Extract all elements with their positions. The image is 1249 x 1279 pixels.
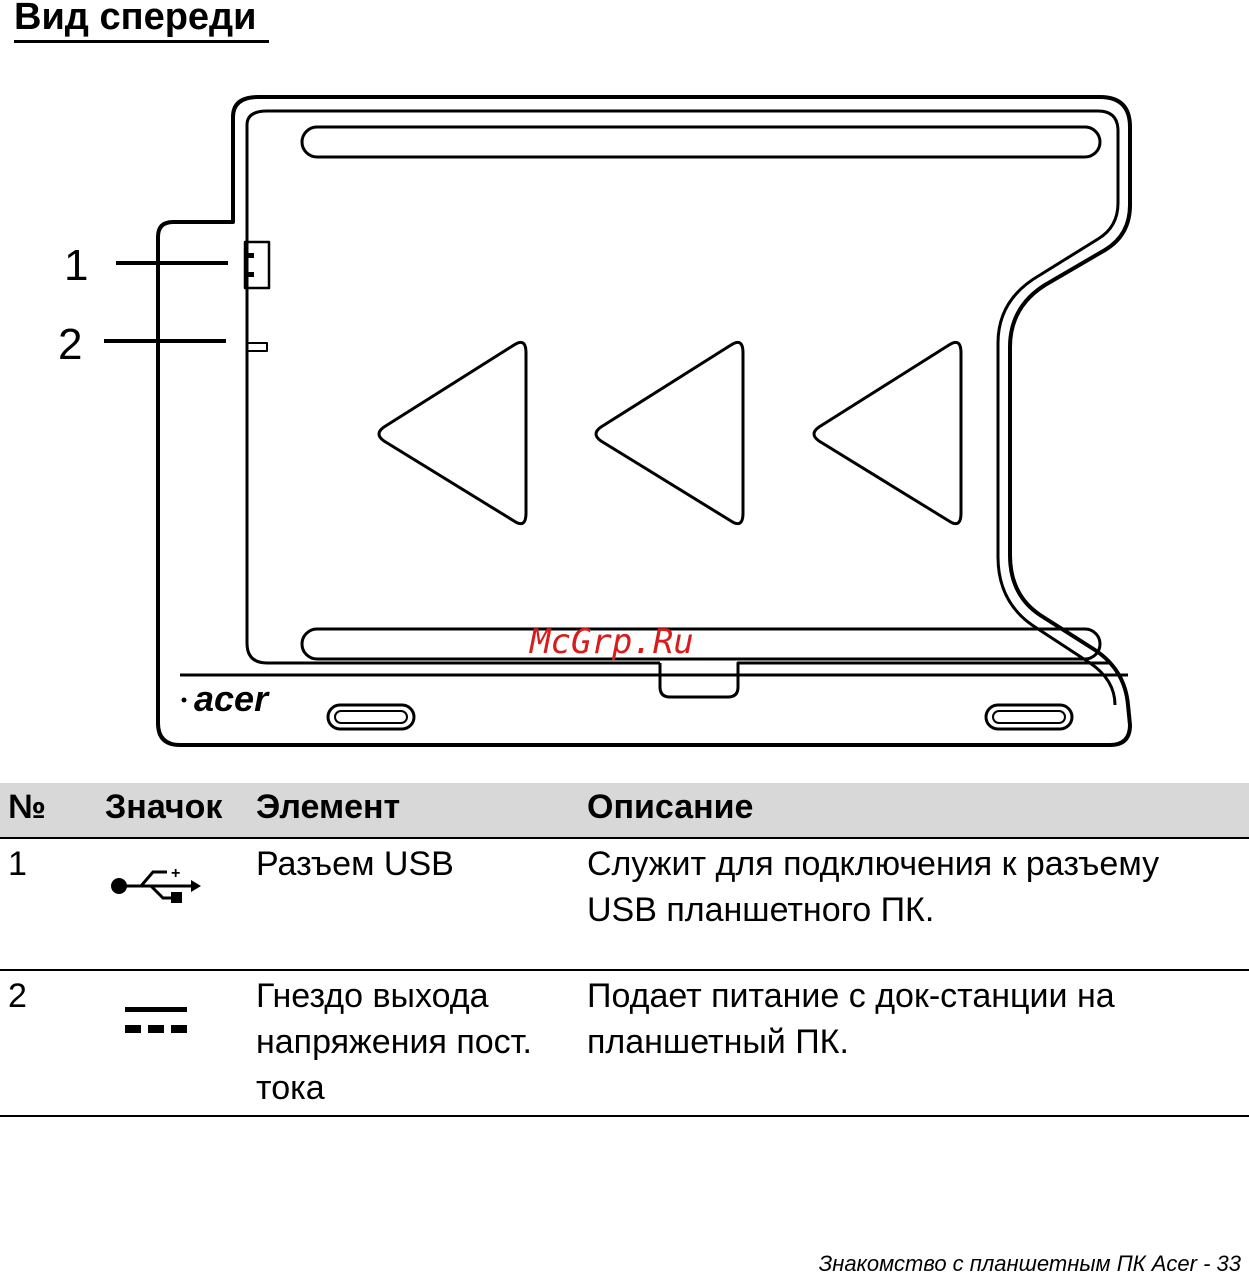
arrow-triangle-2	[596, 342, 743, 523]
usb-port	[245, 242, 269, 288]
row-number: 2	[8, 973, 27, 1019]
row-number: 1	[8, 841, 27, 887]
table-row: 2 Гнездо выхода напряжения пост. тока По…	[0, 971, 1249, 1117]
top-slot	[302, 127, 1100, 157]
row-element: Гнездо выхода напряжения пост. тока	[256, 973, 576, 1111]
usb-icon: +	[105, 859, 205, 921]
arrow-triangle-1	[379, 342, 526, 523]
dock-illustration: 1 2 acer McGrp.Ru	[0, 85, 1249, 765]
table-header: № Значок Элемент Описание	[0, 783, 1249, 839]
header-element: Элемент	[256, 785, 400, 829]
section-title: Вид спереди	[14, 0, 269, 43]
callout-label-2: 2	[58, 320, 82, 369]
dock-front-view-diagram: 1 2 acer McGrp.Ru	[0, 85, 1249, 765]
bottom-slot	[302, 629, 1100, 659]
right-foot	[986, 705, 1072, 729]
svg-text:+: +	[171, 865, 180, 882]
inner-frame	[267, 111, 1118, 705]
components-table: № Значок Элемент Описание 1 + Разъем USB…	[0, 783, 1249, 1117]
dc-power-icon	[105, 1001, 205, 1053]
header-icon: Значок	[105, 785, 222, 829]
row-description: Служит для подключения к разъему USB пла…	[587, 841, 1237, 933]
header-num: №	[8, 785, 46, 829]
dc-jack	[247, 343, 267, 351]
acer-logo: acer	[194, 678, 270, 719]
table-row: 1 + Разъем USB Служит для подключения к …	[0, 839, 1249, 971]
row-element: Разъем USB	[256, 841, 576, 887]
row-description: Подает питание с док-станции на планшетн…	[587, 973, 1237, 1065]
watermark: McGrp.Ru	[529, 622, 694, 662]
arrow-triangle-3	[814, 342, 961, 523]
header-description: Описание	[587, 785, 753, 829]
page-footer: Знакомство с планшетным ПК Acer - 33	[819, 1251, 1241, 1277]
callout-label-1: 1	[64, 241, 88, 290]
left-foot	[328, 705, 414, 729]
